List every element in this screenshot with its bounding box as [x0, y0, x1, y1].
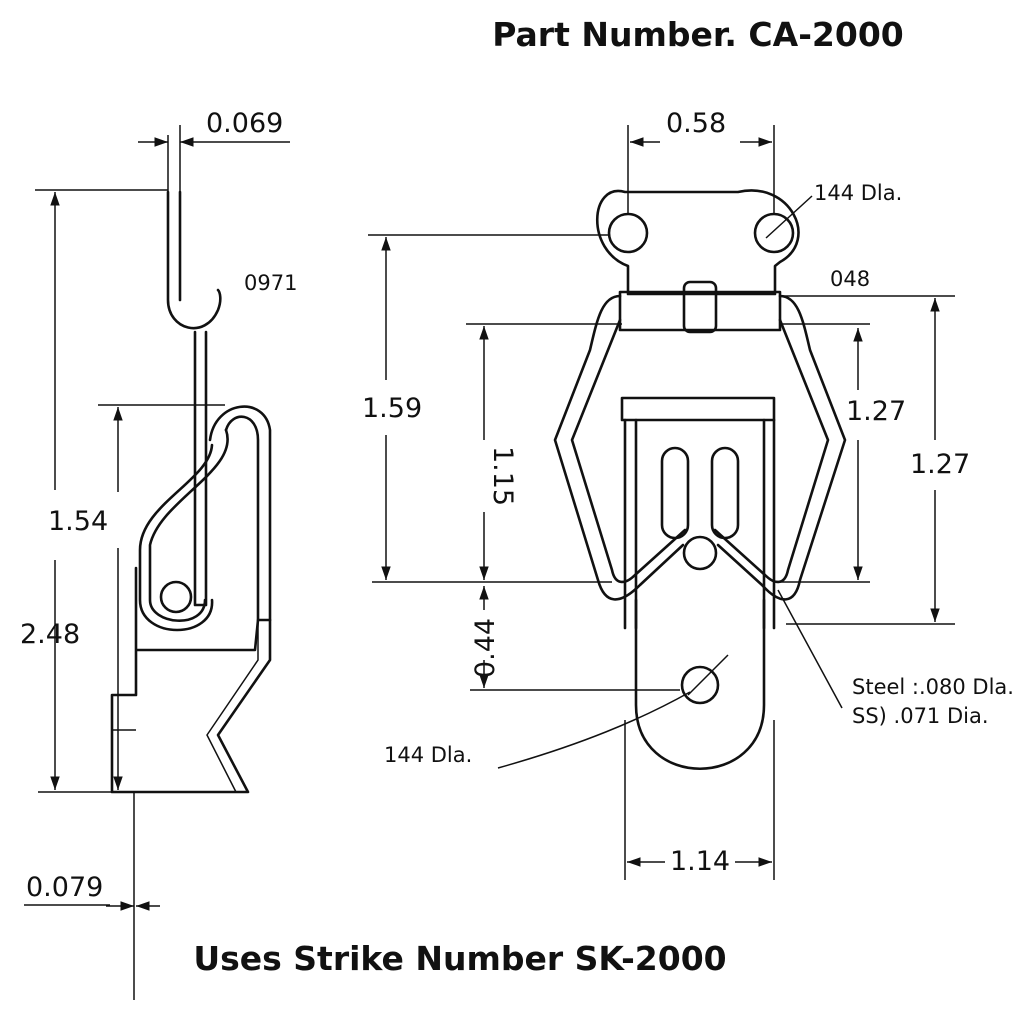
front-dim-wire-outer: 1.27 [910, 449, 970, 480]
side-dim-thickness-top: 0.069 [206, 108, 283, 139]
side-spring-loop [208, 405, 272, 622]
front-wire-loop-outer [553, 294, 847, 601]
front-hole-leader [765, 195, 813, 239]
front-lever-sides [623, 418, 776, 630]
side-body [110, 566, 272, 794]
front-hole-leader [687, 654, 729, 696]
front-hinge-barrel [618, 290, 782, 332]
front-latch-tongue [634, 598, 766, 771]
side-dim-height-total: 2.48 [20, 619, 80, 650]
front-wire-steel: Steel :.080 Dla. [852, 675, 1014, 699]
strike-number-footer: Uses Strike Number SK-2000 [193, 939, 726, 978]
front-latch-hole [680, 665, 720, 705]
front-wire-leader [777, 589, 843, 709]
side-dim-height-inner: 1.54 [48, 506, 108, 537]
side-hook-wire [166, 190, 222, 330]
front-dim-lower: 0.44 [470, 618, 501, 678]
front-slot-left [660, 446, 690, 540]
side-wire-bend [138, 428, 229, 632]
side-dim-hook: 0971 [244, 271, 297, 295]
side-pivot-circle [159, 580, 193, 614]
front-dim-hole-top: 144 Dla. [814, 181, 902, 205]
front-slot-right [710, 446, 740, 540]
front-mount-hole-left [607, 212, 649, 254]
front-dim-width: 1.14 [670, 846, 730, 877]
front-mount-hole-right [753, 212, 795, 254]
front-dim-wire-inner: 1.27 [846, 396, 906, 427]
front-bottom-hole-leader [497, 691, 691, 769]
front-dim-hole-spacing: 0.58 [666, 108, 726, 139]
front-dim-height-left: 1.59 [362, 393, 422, 424]
front-dim-inner-height: 1.15 [487, 446, 518, 506]
front-hinge-knuckle [682, 280, 718, 334]
side-view: 0.069 0971 2.48 1.54 0.079 [20, 108, 297, 1000]
part-number-title: Part Number. CA-2000 [492, 15, 904, 54]
front-dim-hole-bottom: 144 Dla. [384, 743, 472, 767]
front-mount-plate [596, 189, 800, 296]
front-lever-top [620, 396, 776, 422]
front-rivet [682, 535, 718, 571]
front-wire-loop-inner [570, 318, 830, 584]
front-dim-hinge: 048 [830, 267, 870, 291]
side-body-detail [112, 620, 259, 793]
side-dim-thickness-bottom: 0.079 [26, 872, 103, 903]
front-view: 0.58 144 Dla. 1.59 1.15 0.44 1.27 1.27 0… [362, 108, 1014, 880]
side-vertical-rod [193, 330, 208, 607]
front-wire-ss: SS) .071 Dia. [852, 704, 989, 728]
